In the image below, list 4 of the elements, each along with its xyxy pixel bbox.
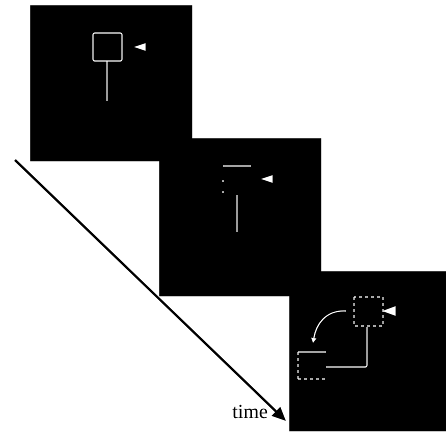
stimulus-panel [289, 271, 446, 432]
stimulus-panel [159, 138, 322, 296]
axis-label: time [232, 404, 268, 418]
stimulus-panel [30, 5, 192, 162]
